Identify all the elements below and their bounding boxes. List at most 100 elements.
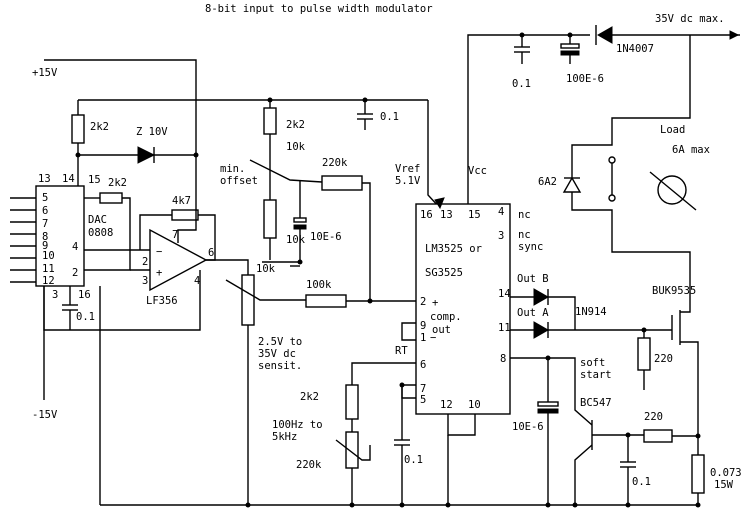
pwm-chip: 16 13 15 4 nc 3 nc sync LM3525 or SG3525… — [272, 203, 559, 505]
svg-text:10E-6: 10E-6 — [310, 231, 342, 243]
svg-text:3: 3 — [52, 289, 58, 301]
svg-text:RT: RT — [395, 345, 408, 357]
svg-text:8: 8 — [500, 353, 506, 365]
svg-text:220: 220 — [644, 411, 663, 423]
diode-6a2 — [562, 176, 582, 193]
svg-text:10k: 10k — [286, 234, 306, 246]
svg-text:14: 14 — [498, 288, 511, 300]
svg-text:4k7: 4k7 — [172, 195, 191, 207]
svg-text:−: − — [156, 246, 162, 258]
diagram-title: 8-bit input to pulse width modulator — [205, 3, 433, 15]
svg-text:11: 11 — [498, 322, 511, 334]
svg-text:12: 12 — [42, 275, 55, 287]
offset-network: 2k2 10k 10k min. offset 220k 10E-6 0.1 V… — [220, 100, 487, 302]
supply-caps: 0.1 100E-6 1N4007 — [512, 25, 654, 90]
svg-text:7: 7 — [420, 383, 426, 395]
svg-text:4: 4 — [72, 241, 78, 253]
junctions — [75, 32, 701, 508]
soft-start: soft start BC547 220 0.1 — [548, 357, 698, 505]
svg-text:2k2: 2k2 — [90, 121, 109, 133]
svg-text:2: 2 — [142, 256, 148, 268]
svg-text:13: 13 — [38, 173, 51, 185]
output-stage: 1N914 220 BUK9535 0.073 15W — [510, 285, 742, 505]
svg-text:2k2: 2k2 — [108, 177, 127, 189]
svg-text:9: 9 — [42, 240, 48, 252]
diode-6a2-label: 6A2 — [538, 176, 557, 188]
vcc-wire — [467, 34, 590, 208]
cap-100e6-label: 100E-6 — [566, 73, 604, 85]
sensitivity-pot: 10k 100k 2.5V to 35V dc sensit. — [225, 263, 416, 505]
svg-text:4: 4 — [194, 275, 200, 287]
neg-rail-label: -15V — [32, 409, 58, 421]
dac-0808: 13 14 5 6 7 8 9 10 11 12 15 4 2 3 16 DAC… — [10, 100, 201, 505]
svg-text:0.1: 0.1 — [632, 476, 651, 488]
svg-text:1N914: 1N914 — [575, 306, 607, 318]
svg-text:soft: soft — [580, 357, 605, 369]
svg-text:16: 16 — [78, 289, 91, 301]
svg-text:Z 10V: Z 10V — [136, 126, 168, 138]
svg-text:sensit.: sensit. — [258, 360, 302, 372]
svg-text:offset: offset — [220, 175, 258, 187]
svg-text:0.1: 0.1 — [76, 311, 95, 323]
svg-text:+: + — [432, 297, 438, 309]
svg-text:15: 15 — [88, 174, 101, 186]
vref-arrow-icon — [434, 197, 445, 210]
svg-text:2.5V to: 2.5V to — [258, 336, 302, 348]
svg-text:min.: min. — [220, 163, 245, 175]
dac-name-2: 0808 — [88, 227, 113, 239]
cap-01-label: 0.1 — [512, 78, 531, 90]
svg-text:12: 12 — [440, 399, 453, 411]
svg-text:13: 13 — [440, 209, 453, 221]
load-label: Load — [660, 124, 685, 136]
svg-text:Out A: Out A — [517, 307, 549, 319]
pos-rail-wire — [44, 59, 197, 198]
svg-text:10E-6: 10E-6 — [512, 421, 544, 433]
svg-text:220k: 220k — [322, 157, 348, 169]
svg-text:Vref: Vref — [395, 163, 420, 175]
svg-text:0.073: 0.073 — [710, 467, 742, 479]
svg-text:LF356: LF356 — [146, 295, 178, 307]
svg-text:10: 10 — [42, 250, 55, 262]
svg-text:10: 10 — [468, 399, 481, 411]
svg-text:5: 5 — [420, 394, 426, 406]
svg-text:35V dc: 35V dc — [258, 348, 296, 360]
svg-text:LM3525 or: LM3525 or — [425, 243, 482, 255]
zener-diode — [137, 146, 156, 164]
svg-text:5kHz: 5kHz — [272, 431, 297, 443]
supply-label: 35V dc max. — [655, 13, 725, 25]
svg-text:10k: 10k — [286, 141, 306, 153]
svg-text:6: 6 — [208, 247, 214, 259]
svg-text:nc: nc — [518, 229, 531, 241]
svg-text:−: − — [430, 332, 436, 344]
pos-rail-label: +15V — [32, 67, 58, 79]
dac-name-1: DAC — [88, 214, 107, 226]
svg-text:15: 15 — [468, 209, 481, 221]
svg-text:11: 11 — [42, 263, 55, 275]
svg-text:comp.: comp. — [430, 311, 462, 323]
supply-arrow-icon — [729, 30, 740, 40]
svg-text:sync: sync — [518, 241, 543, 253]
svg-text:2k2: 2k2 — [300, 391, 319, 403]
svg-text:9: 9 — [420, 320, 426, 332]
svg-text:5.1V: 5.1V — [395, 175, 421, 187]
svg-text:3: 3 — [498, 230, 504, 242]
diode-1n4007-label: 1N4007 — [616, 43, 654, 55]
svg-text:BUK9535: BUK9535 — [652, 285, 696, 297]
svg-text:4: 4 — [498, 206, 504, 218]
svg-text:+: + — [156, 267, 162, 279]
svg-text:2k2: 2k2 — [286, 119, 305, 131]
svg-text:6: 6 — [42, 205, 48, 217]
svg-text:14: 14 — [62, 173, 75, 185]
svg-text:3: 3 — [142, 275, 148, 287]
svg-text:2: 2 — [420, 296, 426, 308]
svg-text:0.1: 0.1 — [380, 111, 399, 123]
svg-text:nc: nc — [518, 209, 531, 221]
opamp-lf356: − + 2 3 7 6 4 LF356 4k7 — [84, 195, 249, 307]
svg-text:0.1: 0.1 — [404, 454, 423, 466]
svg-text:15W: 15W — [714, 479, 734, 491]
svg-text:10k: 10k — [256, 263, 276, 275]
load-max-label: 6A max — [672, 144, 710, 156]
svg-text:2: 2 — [72, 267, 78, 279]
svg-text:220k: 220k — [296, 459, 322, 471]
